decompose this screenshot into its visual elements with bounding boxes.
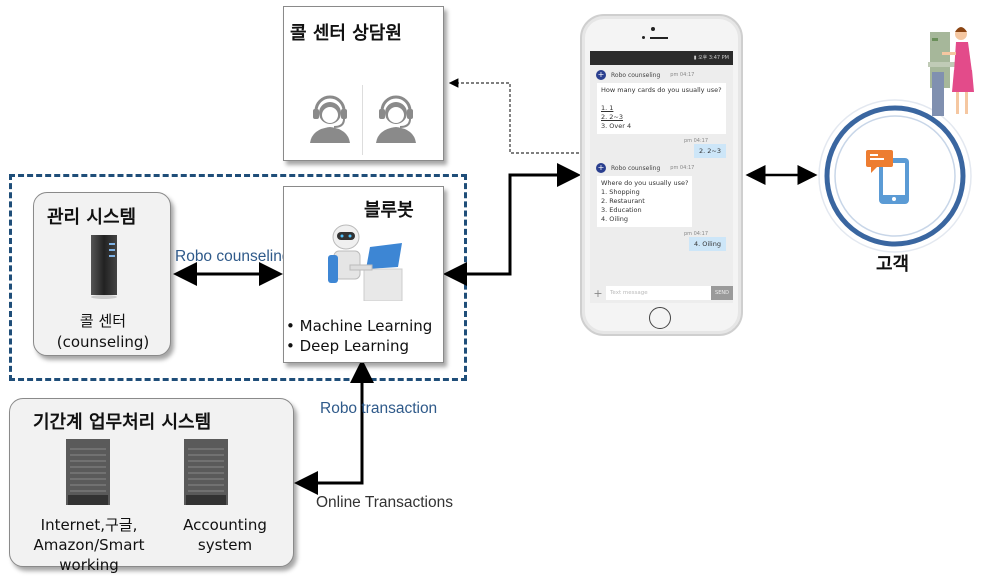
option[interactable]: 1. Shopping — [601, 188, 640, 196]
online-transactions-label: Online Transactions — [316, 494, 453, 511]
bot-avatar-icon: + — [596, 70, 606, 80]
customer-mobile-ring — [818, 99, 972, 253]
robo-counseling-label: Robo counseling — [175, 248, 291, 265]
server-rack-icon — [184, 439, 228, 505]
status-bar: ▮ 오후 3:47 PM — [590, 51, 733, 65]
server-rack-icon — [66, 439, 110, 505]
plus-icon[interactable]: + — [593, 286, 603, 300]
bot-message: How many cards do you usually use? 1. 1 … — [597, 83, 726, 134]
user-message: 4. Oiling — [688, 237, 726, 251]
customer-label: 고객 — [876, 254, 910, 275]
home-button[interactable] — [649, 307, 671, 329]
core-business-system-box: 기간계 업무처리 시스템 Internet,구글, Amazon/Smart w… — [9, 398, 294, 574]
message-time: pm 04:17 — [683, 231, 708, 237]
server-tower-icon — [91, 235, 117, 299]
option[interactable]: 3. Over 4 — [601, 122, 632, 130]
headset-agent-icon — [376, 95, 416, 143]
core-title: 기간계 업무처리 시스템 — [33, 412, 212, 433]
management-title: 관리 시스템 — [47, 207, 137, 228]
agents-phone-dotted-arrow — [448, 78, 579, 154]
mobile-chat-icon — [866, 150, 909, 204]
message-input[interactable]: Text message — [606, 286, 711, 300]
bot-message: Where do you usually use? 1. Shopping 2.… — [597, 176, 693, 227]
accounting-server-label: Accounting system — [183, 516, 267, 554]
option[interactable]: 2. Restaurant — [601, 197, 645, 205]
divider — [362, 85, 363, 155]
call-center-agents-box: 콜 센터 상담원 — [283, 6, 444, 161]
option[interactable]: 3. Education — [601, 206, 642, 214]
management-label-1: 콜 센터 — [79, 312, 127, 330]
bot-avatar-icon: + — [596, 163, 606, 173]
blubot-phone-arrow — [446, 163, 581, 276]
option[interactable]: 1. 1 — [601, 104, 614, 112]
robo-transaction-label: Robo transaction — [320, 400, 438, 417]
phone-sensor — [642, 36, 645, 39]
blubot-title: 블루봇 — [364, 200, 414, 221]
send-button[interactable]: SEND — [711, 286, 733, 300]
phone-speaker — [650, 37, 668, 39]
bank-teller-icon — [928, 27, 974, 116]
message-input-bar: + Text message SEND — [590, 285, 733, 301]
blubot-box: 블루봇 • Machine Learning • Deep Learning — [283, 186, 444, 363]
user-message: 2. 2~3 — [694, 144, 726, 158]
bullet-deep-learning: • Deep Learning — [286, 337, 410, 355]
option[interactable]: 4. Oiling — [601, 215, 629, 223]
management-system-box: 관리 시스템 콜 센터 (counseling) — [33, 192, 171, 356]
bullet-machine-learning: • Machine Learning — [286, 317, 433, 335]
headset-agent-icon — [310, 95, 350, 143]
robot-laptop-icon — [328, 224, 403, 301]
message-time: pm 04:17 — [683, 138, 708, 144]
internet-server-label: Internet,구글, Amazon/Smart working — [33, 516, 145, 574]
robo-transaction-arrow — [297, 359, 374, 485]
agents-title: 콜 센터 상담원 — [290, 23, 402, 44]
management-label-2: (counseling) — [56, 333, 150, 351]
phone-camera — [651, 27, 655, 31]
option[interactable]: 2. 2~3 — [601, 113, 623, 121]
